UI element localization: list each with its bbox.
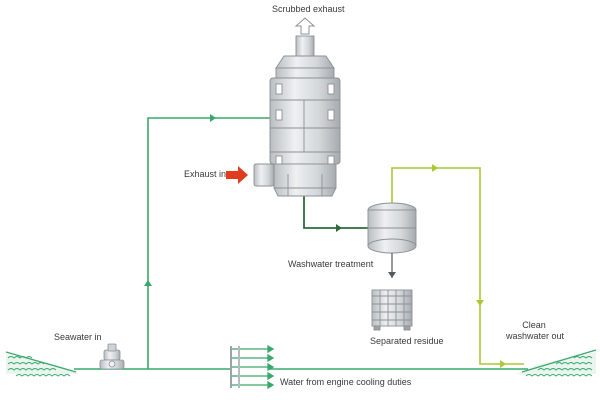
residue-container xyxy=(371,289,413,331)
washwater-treatment-label: Washwater treatment xyxy=(288,259,374,269)
clean-washwater-pipe xyxy=(391,167,524,365)
seawater-in-label: Seawater in xyxy=(54,332,102,342)
clean-arrow-bottom xyxy=(500,360,506,368)
scrubbed-exhaust-label: Scrubbed exhaust xyxy=(272,4,345,14)
clean-arrow-right xyxy=(476,300,484,306)
exhaust-in-label: Exhaust in xyxy=(184,169,227,179)
seawater-waves-icon xyxy=(5,351,80,377)
separated-residue-label: Separated residue xyxy=(370,336,444,346)
scrubber-tower xyxy=(253,35,341,197)
exhaust-in-arrow-icon xyxy=(226,166,248,184)
pump-icon xyxy=(99,343,125,370)
riser-arrow-mid xyxy=(144,280,152,286)
seawater-riser-pipe xyxy=(147,117,276,369)
clean-arrow-top xyxy=(432,164,438,172)
clean-washwater-out-line1: Clean xyxy=(522,320,546,330)
clean-washwater-out-line2: washwater out xyxy=(506,331,565,341)
engine-cooling-label: Water from engine cooling duties xyxy=(280,377,412,387)
scrubbed-exhaust-arrow-icon xyxy=(294,17,316,35)
riser-arrow-top xyxy=(210,114,216,122)
clean-water-waves-icon xyxy=(516,349,597,377)
washwater-treatment-tank xyxy=(367,202,417,278)
heat-exchanger-icon xyxy=(230,344,275,390)
clean-washwater-out-label: Clean washwater out xyxy=(506,320,565,342)
drain-arrow xyxy=(336,224,342,232)
drain-pipe xyxy=(303,196,372,229)
